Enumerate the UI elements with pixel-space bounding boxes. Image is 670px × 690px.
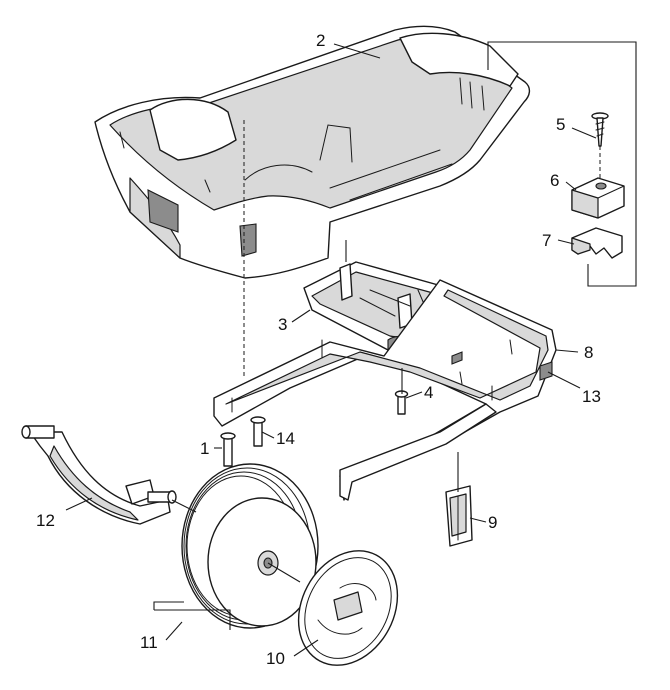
callout-3: 3 bbox=[278, 315, 287, 334]
callout-leaders bbox=[65, 43, 597, 657]
assembly-line bbox=[171, 499, 197, 513]
part-7-clip bbox=[571, 227, 623, 259]
callout-8: 8 bbox=[584, 343, 593, 362]
callout-7: 7 bbox=[542, 231, 551, 250]
part-4-screw bbox=[394, 390, 409, 415]
detail-group-bracket bbox=[487, 41, 637, 287]
callout-9: 9 bbox=[488, 513, 497, 532]
part-12-axle-bracket bbox=[21, 425, 177, 525]
part-9-foot bbox=[445, 485, 473, 547]
callout-5: 5 bbox=[556, 115, 565, 134]
callout-2: 2 bbox=[316, 31, 325, 50]
callout-14: 14 bbox=[276, 429, 295, 448]
callout-12: 12 bbox=[36, 511, 55, 530]
assembly-line bbox=[267, 562, 301, 583]
part-1-bolt bbox=[220, 432, 236, 467]
callout-4: 4 bbox=[424, 383, 433, 402]
callout-6: 6 bbox=[550, 171, 559, 190]
callout-13: 13 bbox=[582, 387, 601, 406]
callout-1: 1 bbox=[200, 439, 209, 458]
part-14-bolt bbox=[250, 416, 266, 447]
part-11-wheel bbox=[181, 463, 319, 629]
dimension-bracket bbox=[153, 601, 231, 630]
part-6-clamp bbox=[571, 177, 625, 219]
callout-11: 11 bbox=[140, 633, 158, 652]
part-2-upper-housing bbox=[94, 25, 531, 279]
callout-10: 10 bbox=[266, 649, 285, 668]
base-frame bbox=[213, 279, 557, 501]
part-5-screw bbox=[591, 112, 609, 147]
part-10-hubcap bbox=[297, 550, 399, 666]
